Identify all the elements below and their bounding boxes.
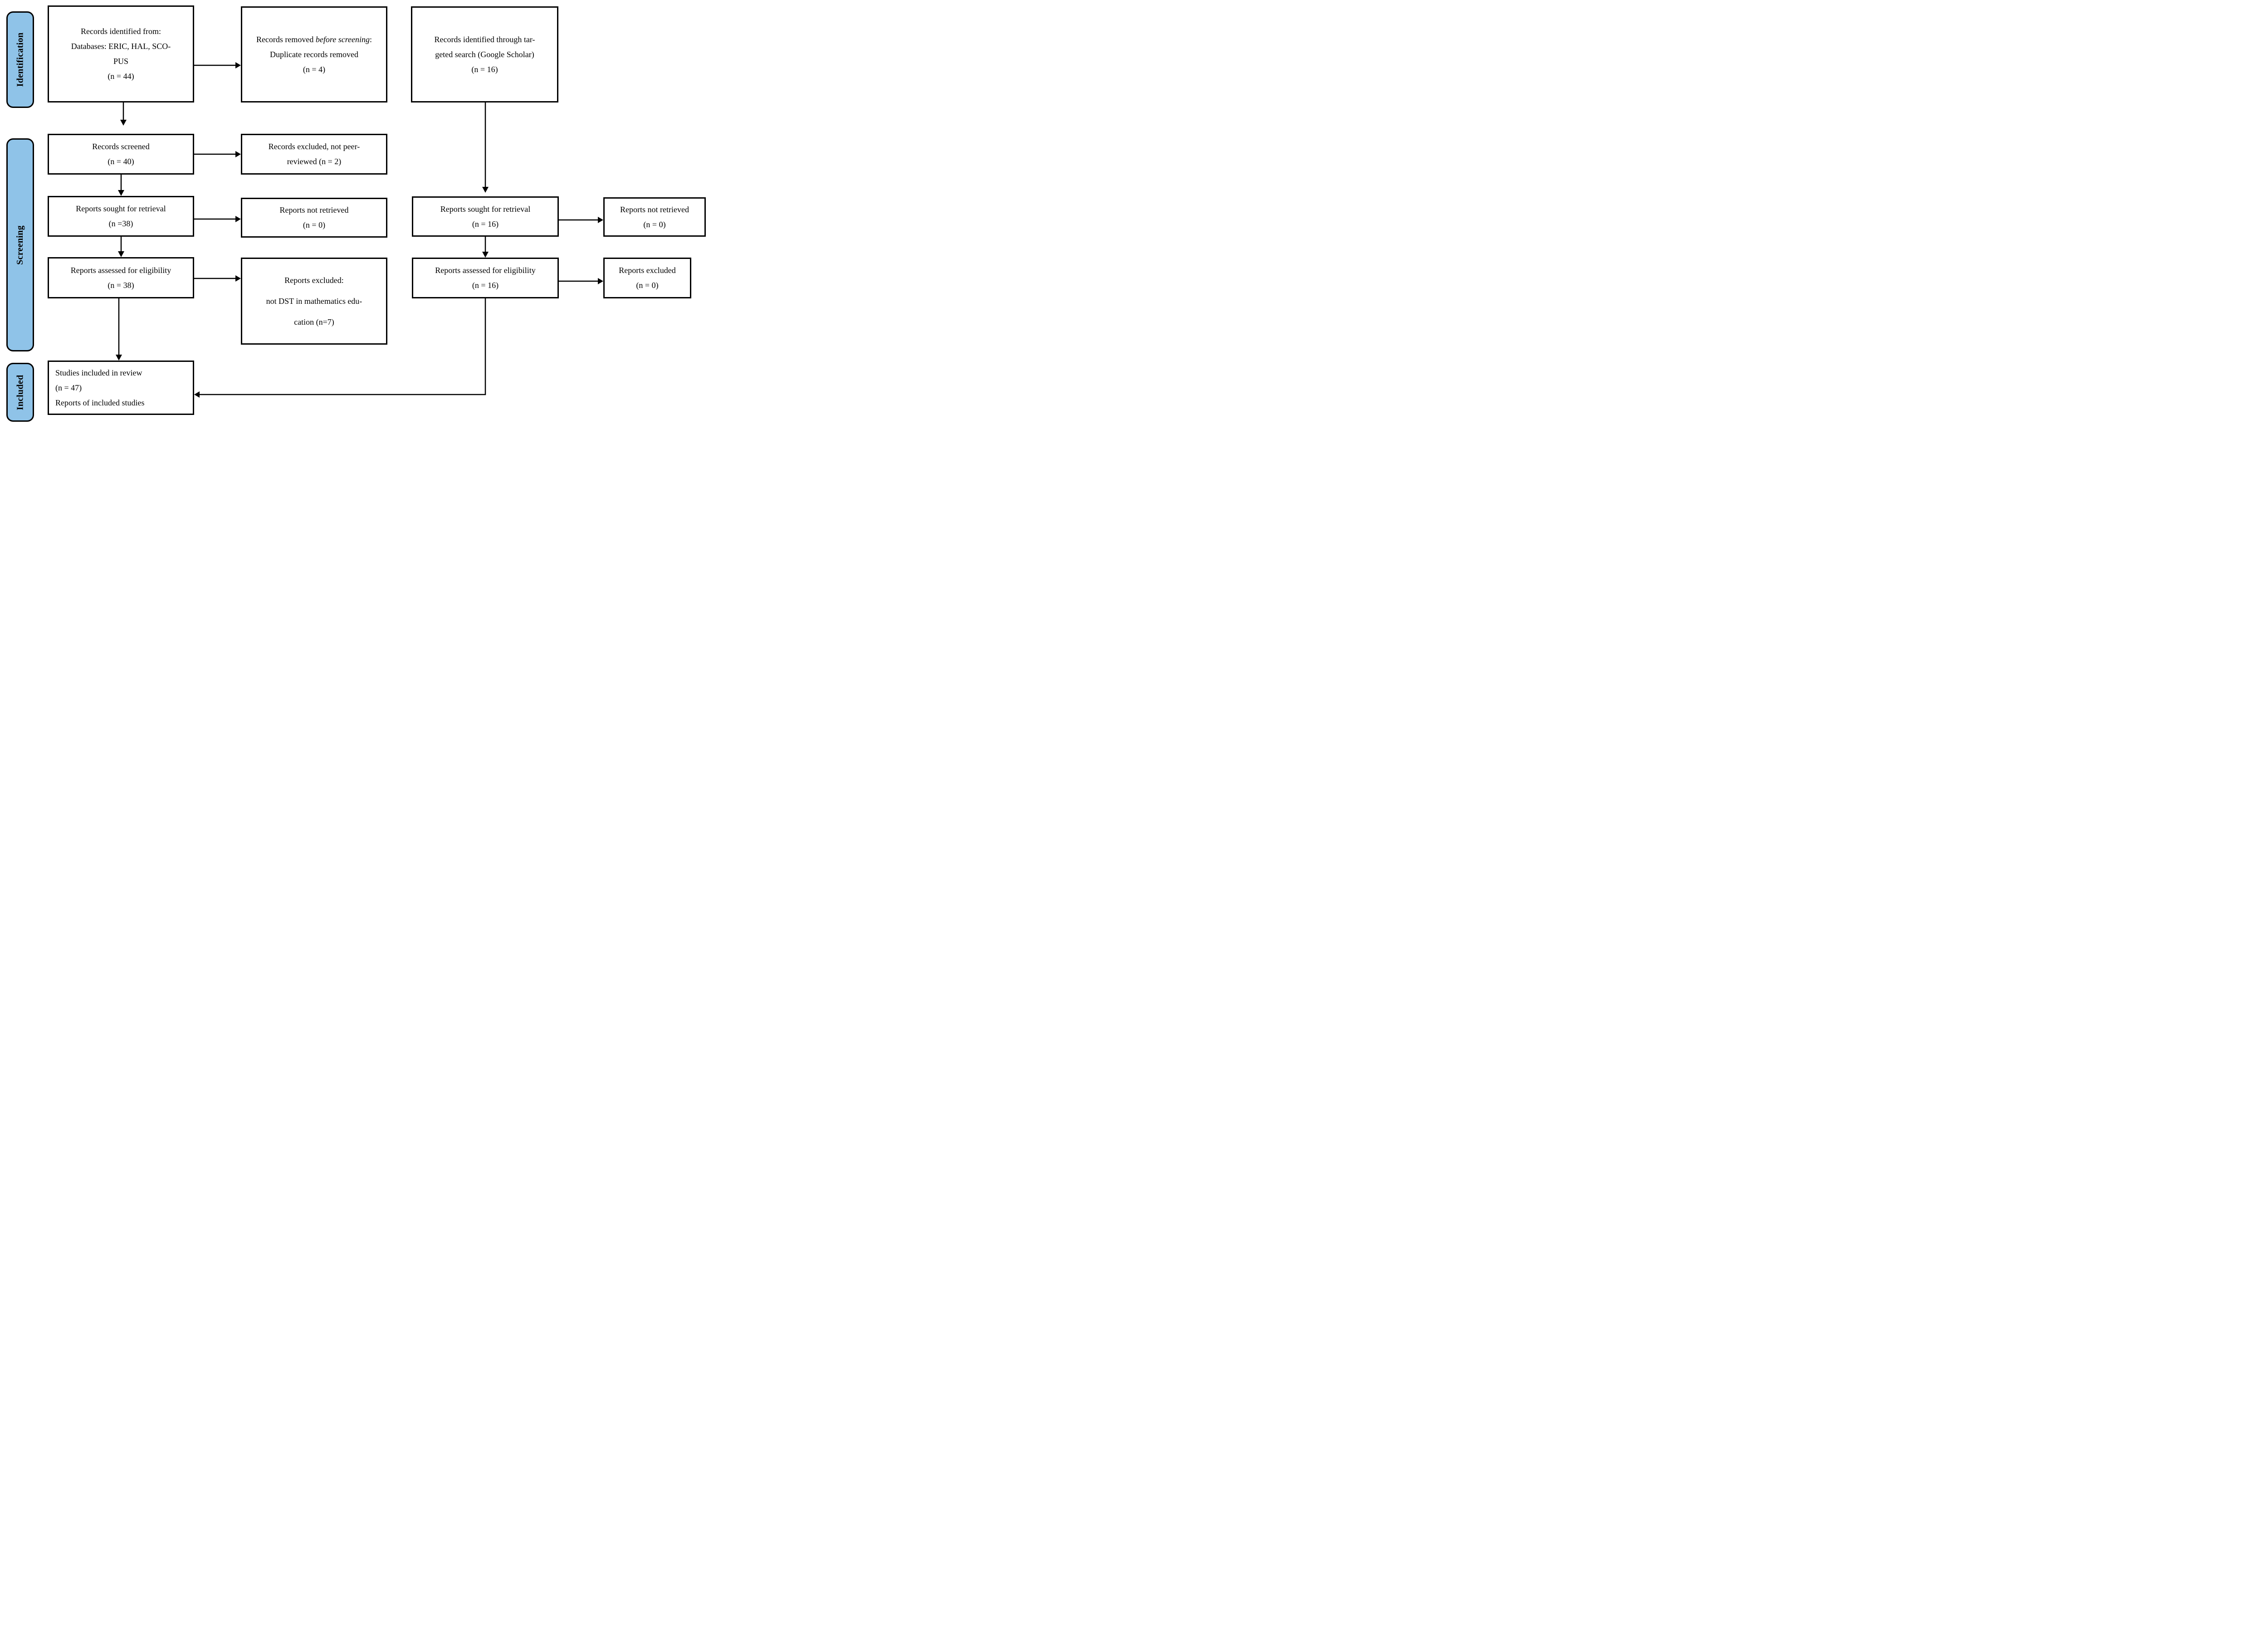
records-removed-line1-suffix: : bbox=[370, 34, 372, 44]
box-records-excluded: Records excluded, not peer- reviewed (n … bbox=[241, 134, 387, 175]
arrow-sought-to-not-retrieved-targeted bbox=[559, 217, 603, 223]
prisma-flow-diagram: Identification Screening Included Record… bbox=[0, 0, 711, 425]
box-studies-included-text: Studies included in review (n = 47) Repo… bbox=[55, 368, 145, 407]
arrow-sought-to-assessed-targeted bbox=[482, 237, 489, 258]
records-removed-line2: Duplicate records removed bbox=[270, 49, 358, 59]
arrow-screened-to-excluded bbox=[194, 151, 241, 157]
box-reports-not-retrieved-databases-text: Reports not retrieved (n = 0) bbox=[279, 205, 349, 229]
stage-screening-label: Screening bbox=[15, 225, 25, 265]
box-reports-sought-targeted: Reports sought for retrieval (n = 16) bbox=[412, 196, 559, 237]
records-removed-line1-italic: before screening bbox=[315, 34, 370, 44]
arrow-targeted-to-sought bbox=[482, 102, 489, 193]
arrow-screened-to-sought bbox=[118, 175, 124, 196]
box-records-targeted: Records identified through tar- geted se… bbox=[411, 6, 558, 102]
arrow-assessed-to-excluded-databases bbox=[194, 275, 241, 282]
records-removed-line1-prefix: Records removed bbox=[256, 34, 316, 44]
stage-included: Included bbox=[6, 363, 34, 422]
box-reports-sought-databases-text: Reports sought for retrieval (n =38) bbox=[76, 204, 166, 228]
box-reports-not-retrieved-databases: Reports not retrieved (n = 0) bbox=[241, 198, 387, 238]
box-records-screened: Records screened (n = 40) bbox=[48, 134, 194, 175]
box-reports-assessed-targeted-text: Reports assessed for eligibility (n = 16… bbox=[435, 266, 536, 290]
box-reports-assessed-targeted: Reports assessed for eligibility (n = 16… bbox=[412, 258, 559, 298]
arrow-identified-to-removed bbox=[194, 62, 241, 68]
box-reports-excluded-targeted: Reports excluded (n = 0) bbox=[603, 258, 691, 298]
box-records-identified-text: Records identified from: Databases: ERIC… bbox=[71, 27, 171, 81]
box-reports-excluded-targeted-text: Reports excluded (n = 0) bbox=[619, 266, 676, 290]
box-records-targeted-text: Records identified through tar- geted se… bbox=[434, 34, 535, 74]
stage-identification: Identification bbox=[6, 11, 34, 108]
stage-identification-label: Identification bbox=[15, 32, 25, 87]
records-removed-line1: Records removed before screening: bbox=[256, 32, 372, 47]
box-reports-excluded-dst: Reports excluded: not DST in mathematics… bbox=[241, 258, 387, 345]
arrow-sought-to-not-retrieved-databases bbox=[194, 216, 241, 222]
records-removed-line3: (n = 4) bbox=[303, 64, 326, 74]
box-records-removed: Records removed before screening: Duplic… bbox=[241, 6, 387, 102]
arrow-sought-to-assessed-databases bbox=[118, 237, 124, 257]
box-studies-included: Studies included in review (n = 47) Repo… bbox=[48, 361, 194, 415]
arrow-identified-to-screened bbox=[120, 102, 127, 126]
arrow-assessed-to-included bbox=[116, 298, 122, 361]
box-reports-not-retrieved-targeted: Reports not retrieved (n = 0) bbox=[603, 197, 706, 237]
box-records-identified: Records identified from: Databases: ERIC… bbox=[48, 5, 194, 102]
arrow-assessed-to-excluded-targeted bbox=[559, 278, 603, 284]
box-records-removed-text: Records removed before screening: Duplic… bbox=[256, 32, 372, 77]
stage-screening: Screening bbox=[6, 138, 34, 351]
box-reports-excluded-dst-text: Reports excluded: not DST in mathematics… bbox=[266, 276, 362, 327]
box-records-screened-text: Records screened (n = 40) bbox=[92, 142, 150, 166]
box-records-excluded-text: Records excluded, not peer- reviewed (n … bbox=[268, 142, 360, 166]
box-reports-sought-targeted-text: Reports sought for retrieval (n = 16) bbox=[440, 204, 531, 229]
box-reports-not-retrieved-targeted-text: Reports not retrieved (n = 0) bbox=[620, 205, 689, 229]
box-reports-assessed-databases: Reports assessed for eligibility (n = 38… bbox=[48, 257, 194, 298]
box-reports-sought-databases: Reports sought for retrieval (n =38) bbox=[48, 196, 194, 237]
stage-included-label: Included bbox=[15, 375, 25, 410]
box-reports-assessed-databases-text: Reports assessed for eligibility (n = 38… bbox=[70, 265, 171, 290]
